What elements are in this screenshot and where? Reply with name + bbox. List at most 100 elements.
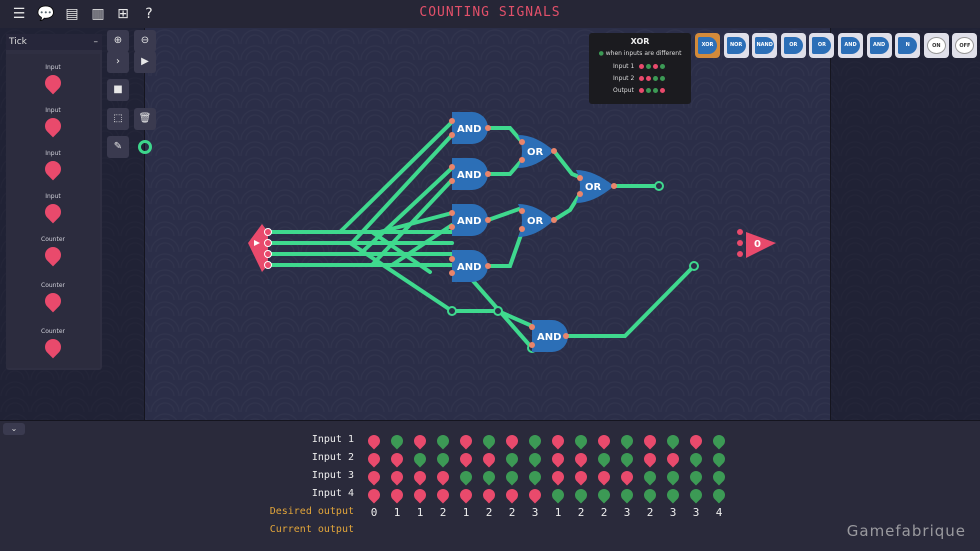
table-row-label: Input 4 [311,488,354,499]
pin[interactable] [563,333,569,339]
pin[interactable] [449,256,455,262]
toolbox-gate-label: OFF [955,37,975,54]
table-signal-cell [687,432,705,450]
table-signal-cell [434,432,452,450]
table-signal-cell [710,432,728,450]
truth-table-panel: ⌄ Input 1 Input 2 Input 3 Input 4 Desire… [0,420,980,551]
toolbox-gate-nand[interactable]: NAND [752,33,778,58]
minimize-icon[interactable]: – [93,37,99,47]
pin[interactable] [485,125,491,131]
list-item-label: Input [45,64,61,71]
circuit-board[interactable] [144,28,831,420]
output-pin[interactable] [737,251,743,257]
pin[interactable] [449,132,455,138]
pin[interactable] [577,191,583,197]
pin[interactable] [529,324,535,330]
help-icon[interactable]: ? [145,6,153,22]
output-value: 0 [754,239,761,250]
menu-icon[interactable]: ☰ [12,6,26,22]
gate-or-1[interactable]: OR [518,135,554,168]
tooltip-signal-dot [646,76,651,81]
table-signal-cell [595,450,613,468]
toolbox-gate-n[interactable]: N [895,33,921,58]
toolbox-gate-and[interactable]: AND [866,33,892,58]
pin[interactable] [551,148,557,154]
input-pin[interactable] [264,261,272,269]
wire-ring-icon[interactable] [138,140,152,154]
output-component[interactable]: 0 [737,229,776,258]
toolbox-gate-xor[interactable]: XOR [695,33,720,58]
collapse-button[interactable]: ⌄ [3,423,25,435]
document-icon[interactable]: ▤ [65,6,79,22]
select-icon[interactable]: ⬚ [107,108,129,130]
wire-endpoint[interactable] [447,306,457,316]
gate-and-2[interactable]: AND [452,158,488,190]
toolbox-gate-or[interactable]: OR [780,33,806,58]
pin[interactable] [449,224,455,230]
tooltip-title: XOR [630,37,650,46]
pin[interactable] [449,270,455,276]
pin[interactable] [551,217,557,223]
output-pin[interactable] [737,229,743,235]
pin[interactable] [611,183,617,189]
pin[interactable] [519,208,525,214]
gate-and-1[interactable]: AND [452,112,488,144]
list-item-label: Counter [41,328,65,335]
wire [552,192,582,222]
stop-icon[interactable]: ■ [107,79,129,101]
gate-or-3[interactable]: OR [576,170,614,203]
check-icon: ● [598,50,604,57]
desired-output-label: Desired output [269,506,354,517]
input-component[interactable] [248,224,272,272]
table-signal-cell [411,432,429,450]
wire-endpoint[interactable] [689,261,699,271]
pin[interactable] [529,342,535,348]
table-signal-cell [572,432,590,450]
toolbox-gate-on[interactable]: ON [923,33,949,58]
desired-output-value: 3 [623,506,631,519]
gate-or-2[interactable]: OR [518,204,554,237]
output-pin[interactable] [737,240,743,246]
trash-icon[interactable]: 🗑 [134,108,156,130]
zoom-in-icon[interactable]: ⊕ [107,30,129,52]
pin[interactable] [519,157,525,163]
pin[interactable] [519,226,525,232]
gate-body [518,135,554,168]
pin[interactable] [449,178,455,184]
tooltip-signal-dot [660,64,665,69]
pencil-icon[interactable]: ✎ [107,136,129,158]
gate-and-3[interactable]: AND [452,204,488,236]
input-pin[interactable] [264,250,272,258]
wire-endpoint[interactable] [493,306,503,316]
step-icon[interactable]: › [107,51,129,73]
pin[interactable] [577,175,583,181]
wire [390,223,454,267]
table-signal-cell [710,450,728,468]
input-pin[interactable] [264,239,272,247]
input-shape [248,224,268,272]
pin[interactable] [485,217,491,223]
chat-icon[interactable]: 💬 [37,6,55,22]
gate-and-5[interactable]: AND [532,320,568,352]
pin[interactable] [485,263,491,269]
pin[interactable] [519,139,525,145]
wire [486,158,524,176]
table-signal-cell [365,450,383,468]
gate-and-4[interactable]: AND [452,250,488,282]
tick-panel-header[interactable]: Tick – [6,34,102,50]
pin[interactable] [485,171,491,177]
pin[interactable] [449,118,455,124]
input-pin[interactable] [264,228,272,236]
pin[interactable] [449,210,455,216]
toolbox-gate-or[interactable]: OR [809,33,835,58]
tick-list: Input Input Input Input Counter Counter … [6,54,100,368]
toolbox-gate-and[interactable]: AND [838,33,863,58]
toolbox-gate-nor[interactable]: NOR [723,33,749,58]
toolbox-gate-off[interactable]: OFF [952,33,978,58]
play-icon[interactable]: ▶ [134,51,156,73]
pin[interactable] [449,164,455,170]
hierarchy-icon[interactable]: ⊞ [117,6,129,22]
book-icon[interactable]: ▥ [91,6,105,22]
wire-endpoint[interactable] [654,181,664,191]
zoom-out-icon[interactable]: ⊖ [134,30,156,52]
